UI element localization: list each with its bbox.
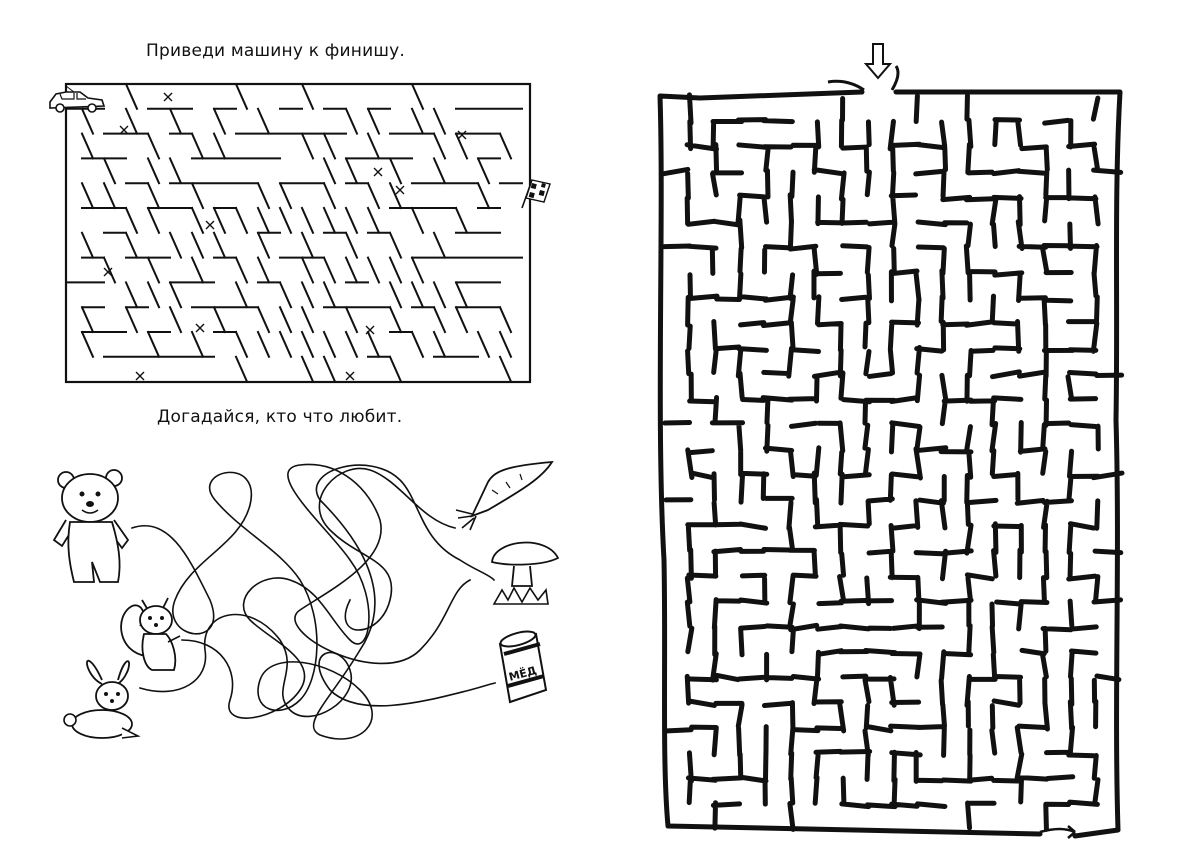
maze-wall-segments: [66, 84, 523, 382]
cross-mark-icon: [163, 92, 173, 102]
car-maze-border: [64, 82, 532, 384]
checkered-flag-icon: [521, 179, 551, 209]
cross-mark-icon: [373, 167, 383, 177]
big-maze-walls: [657, 89, 1125, 839]
bear-icon: [52, 469, 130, 583]
cross-mark-icon: [365, 325, 375, 335]
down-arrow-icon: [827, 43, 900, 92]
cross-mark-icon: [135, 371, 145, 381]
car-maze-markers: [103, 92, 467, 381]
mushroom-icon: [491, 541, 560, 605]
tangled-paths: [130, 463, 496, 740]
matching-puzzle-title: Догадайся, кто что любит.: [157, 407, 403, 427]
carrot-icon: [455, 460, 554, 531]
car-maze-title: Приведи машину к финишу.: [146, 41, 405, 61]
honey-barrel-icon: МЁД: [498, 630, 548, 704]
path-squirrel: [181, 463, 472, 719]
cross-mark-icon: [119, 125, 129, 135]
cross-mark-icon: [195, 323, 205, 333]
big-maze[interactable]: [657, 43, 1125, 839]
cross-mark-icon: [103, 267, 113, 277]
cross-mark-icon: [395, 185, 405, 195]
car-maze-walls: [66, 84, 523, 382]
cross-mark-icon: [205, 220, 215, 230]
path-rabbit: [139, 613, 496, 718]
car-maze[interactable]: [49, 82, 551, 384]
cross-mark-icon: [345, 371, 355, 381]
big-maze-border: [657, 89, 1123, 839]
path-bear: [130, 464, 496, 740]
cross-mark-icon: [457, 130, 467, 140]
exit-arrow-icon: [1039, 825, 1076, 839]
matching-puzzle[interactable]: МЁД: [52, 460, 560, 740]
rabbit-icon: [63, 659, 141, 739]
car-icon: [49, 85, 106, 113]
path-carrot: [318, 467, 456, 631]
maze-wall-segments: [660, 92, 1125, 832]
squirrel-icon: [120, 597, 181, 671]
